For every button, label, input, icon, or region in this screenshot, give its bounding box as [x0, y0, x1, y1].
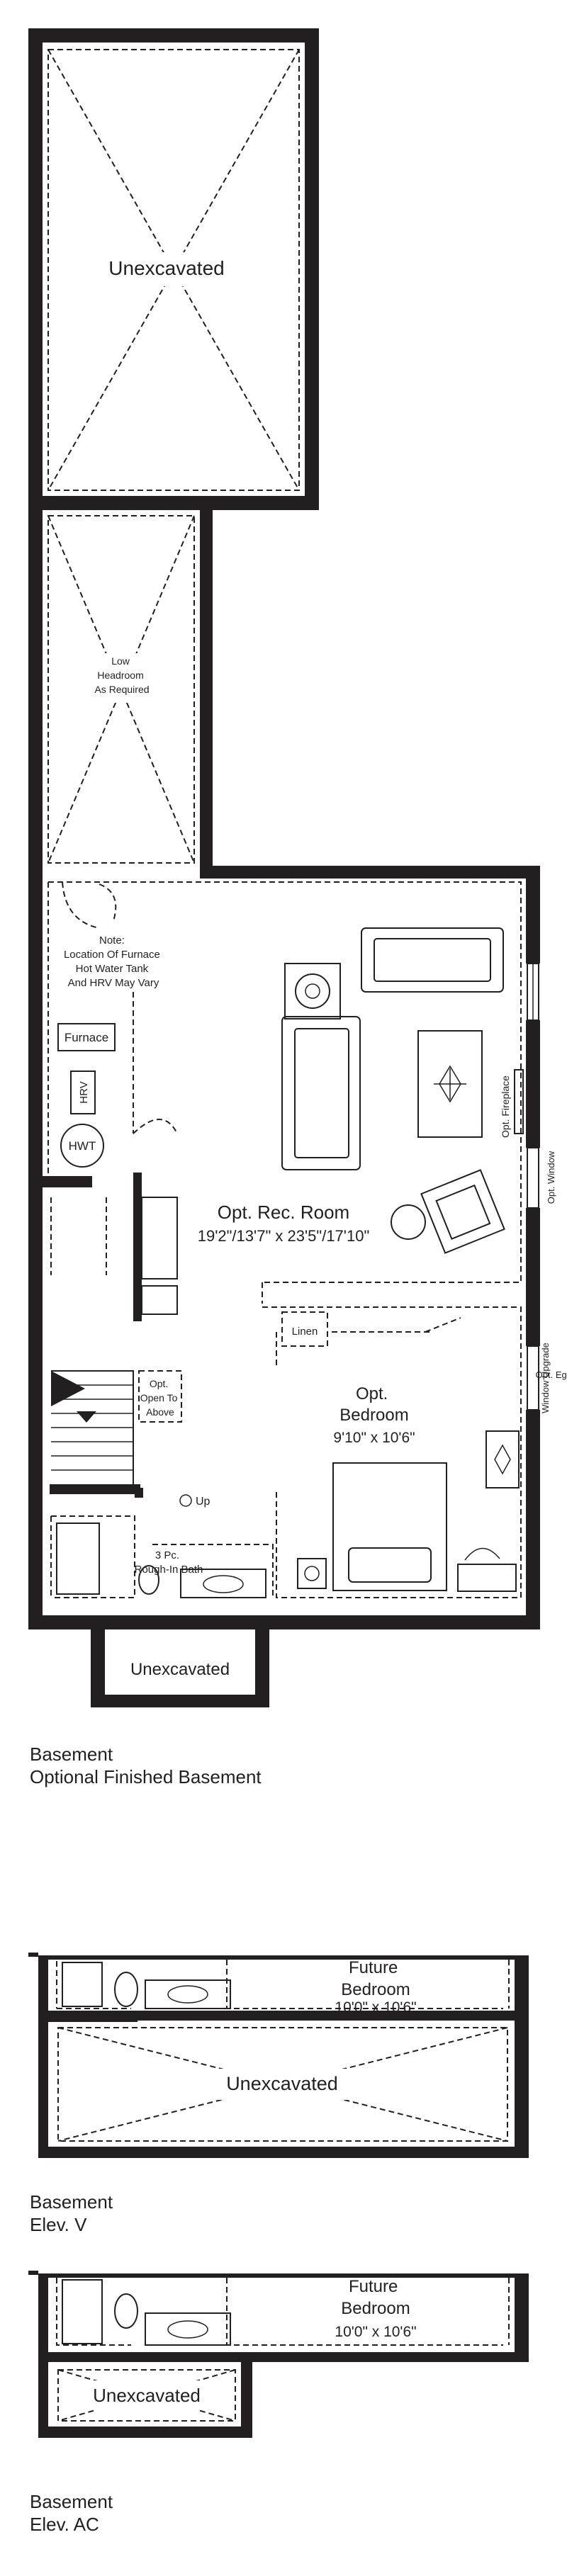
elev-v-plan: Future Bedroom 10'0" x 10'6" Unexcavated — [28, 1953, 529, 2158]
hrv-unit: HRV — [70, 1070, 96, 1114]
furnace: Furnace — [57, 1023, 116, 1051]
bed — [332, 1462, 447, 1591]
elev-v-future-bedroom-label: Future Bedroom — [341, 1958, 410, 1999]
unexcavated-bottom-area: Unexcavated — [91, 1629, 269, 1707]
rec-room-dimensions: 19'2"/13'7" x 23'5"/17'10" — [198, 1227, 370, 1245]
caption-main-title: Basement — [30, 1744, 113, 1765]
sofa-top — [361, 927, 504, 993]
linen-closet: Linen — [281, 1311, 328, 1347]
unexcavated-top-label: Unexcavated — [108, 257, 224, 279]
egress-window-label: Window Upgrade — [540, 1343, 551, 1413]
bedroom-label: Opt. Bedroom — [339, 1384, 408, 1425]
caption-elev-ac: Basement Elev. AC — [30, 2490, 113, 2536]
opt-egress-label: Opt. Egress — [536, 1369, 567, 1380]
hrv-label: HRV — [78, 1081, 90, 1103]
low-headroom-area: Low Headroom As Required — [28, 510, 540, 1629]
elev-v-unexcavated-label: Unexcavated — [226, 2073, 338, 2094]
elev-ac-unexcavated-label: Unexcavated — [93, 2385, 201, 2406]
dresser — [457, 1547, 517, 1592]
toilet-icon — [138, 1565, 159, 1595]
staircase — [50, 1370, 140, 1494]
elev-v-bedroom-dimensions: 10'0" x 10'6" — [335, 1999, 416, 2016]
bedroom-dimensions: 9'10" x 10'6" — [333, 1430, 415, 1446]
armchair — [391, 1169, 505, 1254]
low-headroom-label: Low Headroom As Required — [94, 655, 149, 695]
caption-main-subtitle: Optional Finished Basement — [30, 1766, 262, 1787]
linen-label: Linen — [292, 1326, 318, 1338]
bedroom-rug — [485, 1430, 520, 1488]
caption-elev-v-title: Basement — [30, 2191, 113, 2213]
hwt-label: HWT — [69, 1139, 96, 1153]
sofa-left — [281, 1016, 361, 1170]
main-basement-plan: Unexcavated Low Headroom As Required — [28, 28, 567, 1707]
opt-window-label: Opt. Window — [546, 1151, 556, 1204]
open-to-above-label: Opt. Open To Above — [140, 1378, 181, 1418]
caption-elev-ac-subtitle: Elev. AC — [30, 2514, 99, 2535]
side-table-lamp — [284, 963, 341, 1019]
caption-elev-v: Basement Elev. V — [30, 2191, 113, 2236]
nightstand-left — [297, 1558, 327, 1589]
caption-main: Basement Optional Finished Basement — [30, 1743, 262, 1788]
unexcavated-top-area: Unexcavated — [28, 28, 319, 510]
bath-label: 3 Pc. Rough-In Bath — [135, 1549, 203, 1576]
furnace-label: Furnace — [64, 1031, 108, 1044]
elev-ac-bedroom-dimensions: 10'0" x 10'6" — [335, 2324, 416, 2340]
up-arrow-icon: Up — [179, 1494, 210, 1508]
vanity — [180, 1569, 266, 1598]
rec-room-name: Opt. Rec. Room — [218, 1202, 349, 1223]
location-note: Note: Location Of Furnace Hot Water Tank… — [64, 934, 163, 989]
unexcavated-bottom-label: Unexcavated — [130, 1660, 230, 1679]
hot-water-tank: HWT — [60, 1124, 104, 1168]
elev-ac-plan: Future Bedroom 10'0" x 10'6" Unexcavated — [28, 2271, 529, 2438]
elev-ac-future-bedroom-label: Future Bedroom — [341, 2277, 410, 2318]
opt-fireplace-label: Opt. Fireplace — [500, 1075, 511, 1138]
coffee-table — [417, 1030, 483, 1138]
caption-elev-v-subtitle: Elev. V — [30, 2214, 87, 2235]
caption-elev-ac-title: Basement — [30, 2491, 113, 2512]
up-label: Up — [196, 1496, 210, 1508]
